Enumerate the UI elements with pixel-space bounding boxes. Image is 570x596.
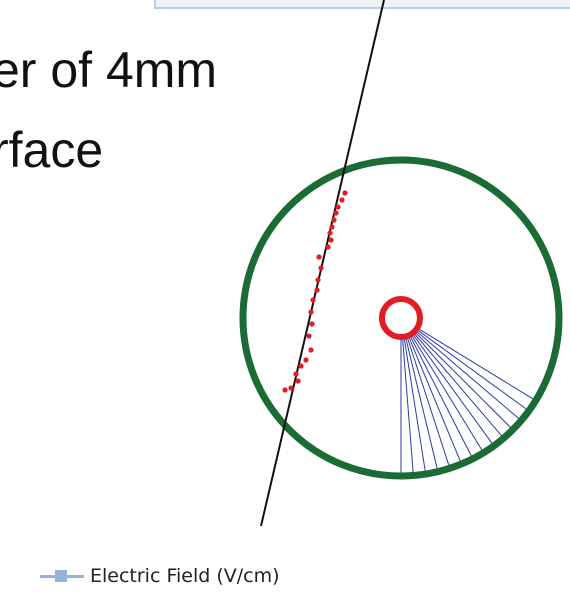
field-line bbox=[408, 333, 474, 460]
legend-label: Electric Field (V/cm) bbox=[90, 565, 280, 587]
field-line bbox=[415, 326, 536, 401]
field-line bbox=[411, 330, 504, 439]
ionization-dot bbox=[293, 371, 299, 377]
ionization-dot bbox=[331, 217, 337, 223]
field-line bbox=[401, 335, 414, 476]
electric-field-lines bbox=[400, 326, 536, 476]
ionization-dot bbox=[303, 357, 309, 363]
legend: Electric Field (V/cm) bbox=[40, 563, 280, 589]
ionization-dot bbox=[314, 287, 320, 293]
ionization-dot bbox=[295, 378, 301, 384]
ionization-dot bbox=[308, 309, 314, 315]
ionization-dot bbox=[335, 204, 341, 210]
header-text-box bbox=[154, 0, 570, 9]
ionization-dot bbox=[327, 230, 333, 236]
ionization-dot bbox=[318, 265, 324, 271]
ionization-dot bbox=[333, 210, 339, 216]
legend-marker-icon bbox=[40, 566, 84, 586]
outer-cathode-tube bbox=[239, 156, 563, 480]
field-line bbox=[409, 332, 484, 453]
ionization-dot bbox=[325, 244, 331, 250]
ionization-dot bbox=[298, 363, 304, 369]
ionization-dot bbox=[310, 297, 316, 303]
field-line bbox=[412, 329, 514, 431]
slide-text-line-1: er of 4mm bbox=[0, 42, 218, 98]
ionization-dot bbox=[309, 321, 315, 327]
slide-text-line-2: rface bbox=[0, 122, 104, 178]
field-line bbox=[410, 331, 495, 447]
ionization-dot bbox=[315, 277, 321, 283]
ionization-dot bbox=[329, 224, 335, 230]
ionization-dot bbox=[328, 237, 334, 243]
field-line bbox=[407, 333, 462, 465]
field-line bbox=[404, 334, 439, 472]
ionization-dot bbox=[342, 190, 348, 196]
ionization-dot bbox=[288, 385, 294, 391]
ionization-dot bbox=[282, 387, 288, 393]
field-line bbox=[414, 327, 530, 412]
ionization-dot bbox=[306, 333, 312, 339]
field-line bbox=[403, 334, 427, 475]
ionization-clusters bbox=[282, 190, 348, 393]
ionization-dot bbox=[339, 197, 345, 203]
anode-wire bbox=[379, 296, 423, 340]
ionization-dot bbox=[316, 254, 322, 260]
ionization-dot bbox=[308, 347, 314, 353]
field-line bbox=[405, 334, 451, 469]
field-line bbox=[413, 328, 522, 421]
particle-track bbox=[260, 0, 385, 527]
